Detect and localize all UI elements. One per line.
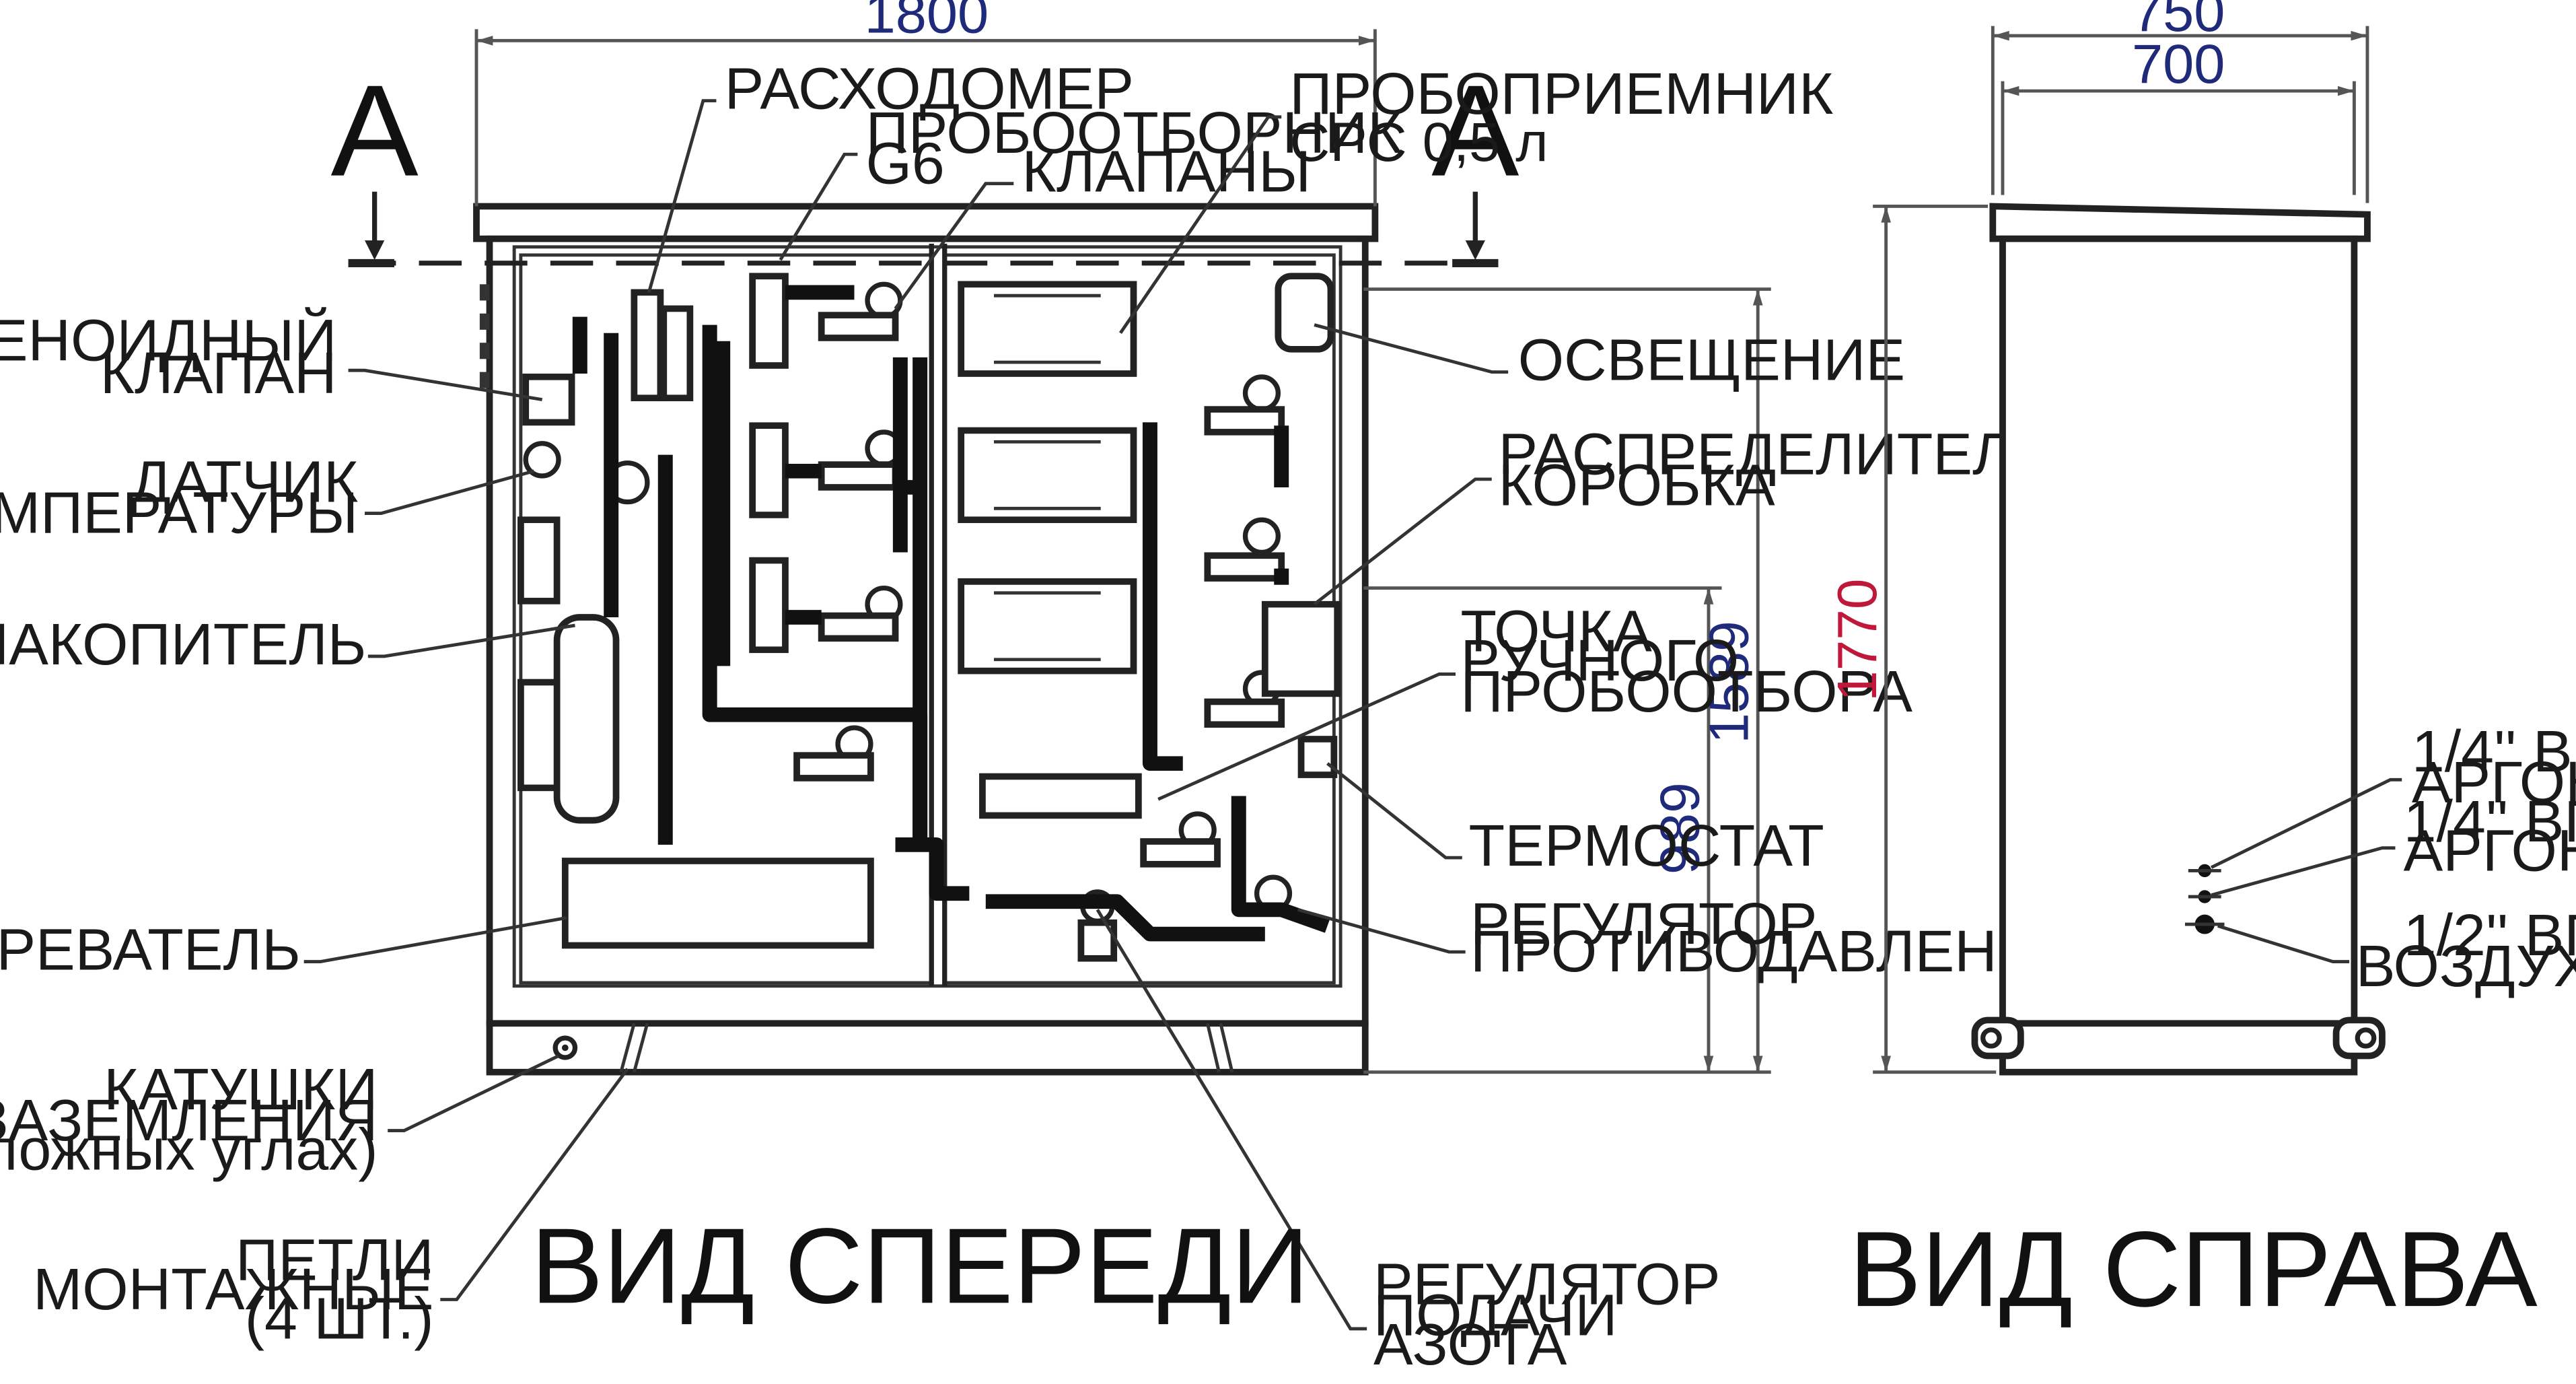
- label-valves: КЛАПАНЫ: [1022, 139, 1312, 204]
- view-title-side: ВИД СПРАВА: [1849, 1209, 2538, 1329]
- label-sampler-line1: ПРОБООТБОРНИК: [866, 100, 1402, 165]
- side-cabinet: [1999, 235, 2358, 1027]
- sampler-1: [749, 273, 789, 369]
- dim-height-1589: 1589: [1698, 621, 1760, 744]
- side-view: [1971, 203, 2386, 1076]
- sample-receivers: [958, 281, 1137, 674]
- label-loops-line2: МОНТАЖНЫЕ: [33, 1256, 433, 1321]
- label-receiver-line2: СРС 0,5 л: [1289, 111, 1548, 172]
- label-grounding-line1: КАТУШКИ: [104, 1057, 378, 1122]
- junction-box: [1261, 600, 1341, 697]
- label-air-in-line2: ВОЗДУХА КИП: [2356, 933, 2576, 998]
- label-manual-line2: РУЧНОГО: [1460, 628, 1739, 693]
- label-backpressure-line1: РЕГУЛЯТОР: [1470, 891, 1818, 956]
- heater: [561, 858, 874, 949]
- dim-total-height: 1770: [1826, 579, 1889, 702]
- section-mark-right: А: [1431, 59, 1519, 204]
- label-grounding-line2: ЗАЗЕМЛЕНИЯ: [0, 1087, 378, 1152]
- flowmeter: [631, 289, 664, 402]
- dim-side-width-750: 750: [2132, 0, 2225, 43]
- label-argon-out-line1: 1/4'' ВЫПУСК: [2412, 719, 2576, 784]
- label-backpressure-line2: ПРОТИВОДАВЛЕНИЯ: [1470, 919, 2082, 984]
- label-nitrogen-line3: АЗОТА: [1373, 1312, 1567, 1377]
- section-mark-left: А: [330, 59, 419, 204]
- accumulator: [553, 614, 620, 824]
- side-base: [1999, 1020, 2358, 1076]
- dim-height-989: 989: [1649, 782, 1711, 874]
- grounding-lug: [552, 1035, 578, 1060]
- label-thermostat: ТЕРМОСТАТ: [1469, 813, 1824, 878]
- label-temp-line1: ДАТЧИК: [131, 449, 358, 514]
- label-nitrogen-line2: ПОДАЧИ: [1373, 1282, 1618, 1348]
- label-temp-line2: ТЕМПЕРАТУРЫ: [0, 480, 358, 545]
- thermostat: [1297, 736, 1338, 778]
- label-argon-out-line2: АРГОНА: [2412, 750, 2576, 815]
- lighting: [1275, 273, 1334, 353]
- label-air-in-line1: 1/2'' ВПУСК: [2404, 902, 2576, 967]
- label-receiver-line1: ПРОБОПРИЕМНИК: [1289, 61, 1833, 126]
- label-accumulator: НАКОПИТЕЛЬ: [0, 611, 366, 677]
- label-solenoid-line1: СОЛЕНОИДНЫЙ: [0, 308, 336, 373]
- dim-side-width-700: 700: [2132, 34, 2225, 95]
- manual-sample-point: [979, 773, 1142, 819]
- label-lighting: ОСВЕЩЕНИЕ: [1518, 327, 1905, 392]
- front-roof: [473, 203, 1379, 242]
- front-base: [486, 1020, 1369, 1076]
- label-nitrogen-line1: РЕГУЛЯТОР: [1373, 1251, 1721, 1317]
- label-loops-line3: (4 ШТ.): [245, 1286, 434, 1351]
- label-junction-line2: КОРОБКА: [1498, 452, 1775, 518]
- sampler-2: [749, 422, 789, 518]
- label-solenoid-line2: КЛАПАН: [100, 340, 337, 405]
- label-heater: ОБОГРЕВАТЕЛЬ: [0, 917, 301, 982]
- view-title-front: ВИД СПЕРЕДИ: [531, 1206, 1310, 1325]
- label-argon-in-line2: АРГОНА: [2404, 818, 2576, 883]
- label-loops-line1: ПЕТЛИ: [236, 1227, 433, 1292]
- label-argon-in-line1: 1/4'' ВПУСК: [2404, 788, 2576, 854]
- dim-front-width: 1800: [865, 0, 989, 44]
- side-labels: 1/4'' ВЫПУСК АРГОНА 1/4'' ВПУСК АРГОНА 1…: [2210, 719, 2576, 999]
- temperature-sensor: [523, 441, 561, 479]
- label-flowmeter: РАСХОДОМЕР: [725, 56, 1134, 121]
- label-sampler-line2: G6: [866, 131, 945, 196]
- sampler-3: [749, 557, 789, 654]
- side-roof: [1989, 203, 2371, 242]
- label-manual-line3: ПРОБООТБОРА: [1460, 658, 1912, 724]
- label-grounding-line3: (на противоположных углах): [0, 1117, 378, 1182]
- front-view: [473, 203, 1379, 1076]
- front-labels: РАСХОДОМЕР ПРОБООТБОРНИК G6 КЛАПАНЫ ПРОБ…: [0, 56, 2175, 1377]
- label-manual-line1: ТОЧКА: [1460, 598, 1652, 664]
